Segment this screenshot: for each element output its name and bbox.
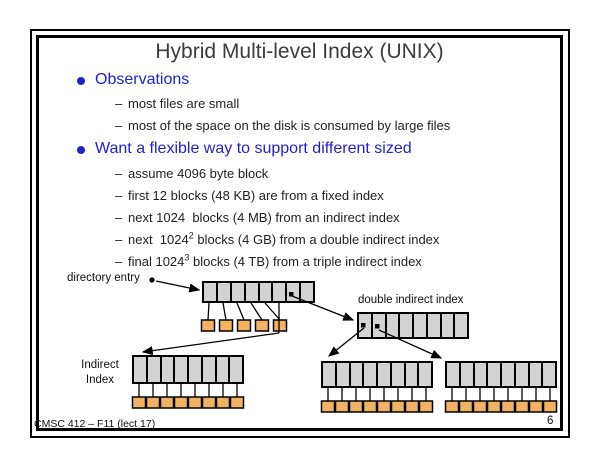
index-cell — [419, 363, 431, 386]
index-cell — [161, 357, 176, 382]
index-cell — [543, 363, 555, 386]
index-cell — [204, 283, 218, 301]
dash-marker: – — [115, 96, 123, 111]
index-cell — [364, 363, 378, 386]
index-cell — [474, 363, 489, 386]
index-cell — [515, 363, 530, 386]
directory-entry-label: directory entry — [67, 272, 140, 284]
bullet1-heading: Observations — [95, 71, 190, 88]
index-cell — [259, 283, 274, 301]
bullet2-sub-item: –next 1024 blocks (4 MB) from an indirec… — [115, 210, 400, 225]
slide-inner-border — [36, 35, 563, 431]
index-cell — [350, 363, 365, 386]
index-cell — [230, 357, 242, 382]
sub-item-text: most files are small — [128, 96, 240, 111]
slide-title: Hybrid Multi-level Index (UNIX) — [155, 40, 444, 63]
index-cell — [134, 357, 148, 382]
bullet-icon — [77, 77, 85, 85]
dash-marker: – — [115, 254, 123, 269]
sub-item-sup: 3 — [184, 252, 190, 263]
dash-marker: – — [115, 188, 123, 203]
index-cell — [427, 314, 442, 337]
index-cell — [359, 314, 373, 337]
index-cell — [202, 357, 217, 382]
double-indirect-index-block — [357, 312, 469, 339]
index-cell — [216, 357, 231, 382]
indirect-index-block-3 — [445, 361, 557, 388]
index-cell — [400, 314, 414, 337]
page-number: 6 — [547, 415, 554, 427]
sub-item-text: blocks (4 GB) from a double indirect ind… — [193, 232, 440, 247]
double-indirect-index-label: double indirect index — [358, 294, 464, 306]
dash-marker: – — [115, 210, 123, 225]
index-cell — [287, 283, 302, 301]
dash-marker: – — [115, 232, 123, 247]
indirect-index-block-2 — [321, 361, 433, 388]
sub-item-text: assume 4096 byte block — [128, 166, 269, 181]
indirect-label-line1: Indirect — [81, 359, 119, 371]
index-cell — [336, 363, 351, 386]
index-cell — [488, 363, 502, 386]
sub-item-sup: 2 — [188, 230, 194, 241]
index-cell — [447, 363, 461, 386]
index-cell — [147, 357, 162, 382]
index-cell — [301, 283, 313, 301]
slide-outer-border — [30, 29, 570, 438]
index-cell — [391, 363, 406, 386]
index-cell — [529, 363, 544, 386]
bullet2-sub-item: –assume 4096 byte block — [115, 166, 268, 181]
bullet-icon — [77, 146, 85, 154]
bullet2-heading: Want a flexible way to support different… — [95, 140, 412, 157]
directory-entry-block — [202, 281, 315, 303]
index-cell — [245, 283, 260, 301]
index-cell — [273, 283, 288, 301]
sub-item-text: blocks (4 TB) from a triple indirect ind… — [189, 254, 422, 269]
index-cell — [455, 314, 467, 337]
dash-marker: – — [115, 118, 123, 133]
index-cell — [372, 314, 387, 337]
index-cell — [189, 357, 203, 382]
index-cell — [502, 363, 516, 386]
sub-item-text: most of the space on the disk is consume… — [128, 118, 451, 133]
index-cell — [405, 363, 420, 386]
bullet2-sub-item: –final 10243 blocks (4 TB) from a triple… — [115, 252, 422, 269]
bullet2-sub-item: –first 12 blocks (48 KB) are from a fixe… — [115, 188, 384, 203]
bullet2-sub-item: –next 10242 blocks (4 GB) from a double … — [115, 230, 440, 247]
sub-item-text: next 1024 blocks (4 MB) from an indirect… — [128, 210, 400, 225]
index-cell — [414, 314, 428, 337]
index-cell — [386, 314, 401, 337]
index-cell — [378, 363, 392, 386]
index-cell — [231, 283, 246, 301]
bullet1-sub-item: –most of the space on the disk is consum… — [115, 118, 450, 133]
indirect-label-line2: Index — [85, 374, 115, 386]
index-cell — [217, 283, 232, 301]
dash-marker: – — [115, 166, 123, 181]
index-cell — [441, 314, 456, 337]
bullet1-sub-item: –most files are small — [115, 96, 239, 111]
footer-text: CMSC 412 – F11 (lect 17) — [34, 418, 156, 430]
index-cell — [175, 357, 189, 382]
indirect-index-block — [132, 355, 244, 384]
sub-item-text: next 1024 — [128, 232, 189, 247]
index-cell — [323, 363, 337, 386]
indirect-index-label: Indirect Index — [72, 358, 128, 388]
sub-item-text: first 12 blocks (48 KB) are from a fixed… — [128, 188, 384, 203]
sub-item-text: final 1024 — [128, 254, 185, 269]
index-cell — [460, 363, 475, 386]
